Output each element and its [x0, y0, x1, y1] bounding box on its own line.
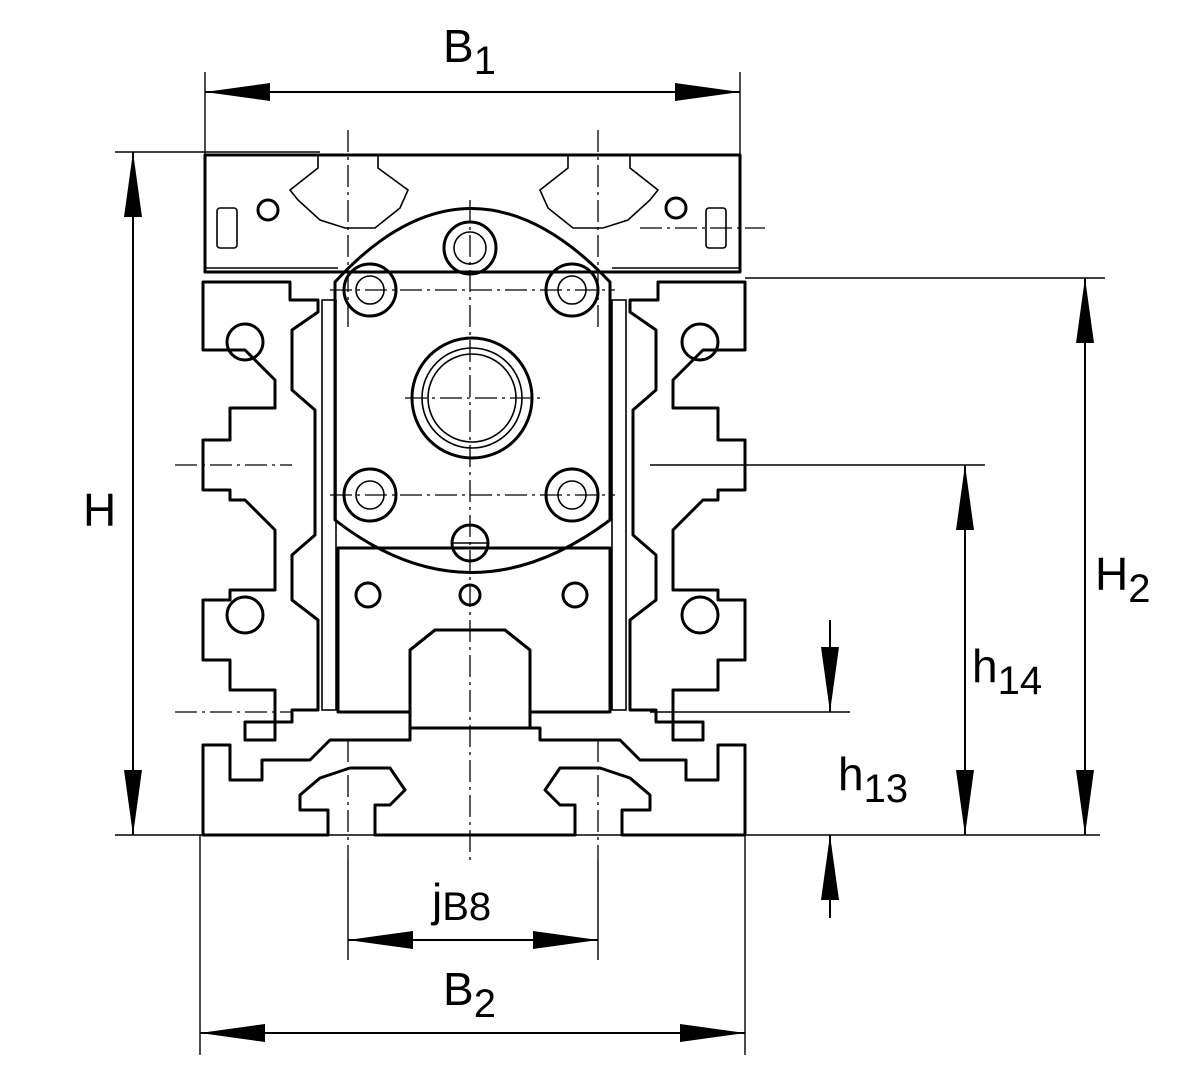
guide-block — [408, 628, 532, 730]
carriage-body — [225, 207, 720, 730]
profile-bore-upper-right — [680, 322, 720, 362]
carriage-pin-hole-right — [664, 196, 688, 220]
profile-bottom-plate — [201, 726, 747, 837]
label-h13: h13 — [838, 748, 908, 811]
dimension-jb8 — [348, 931, 598, 949]
carriage-plate-outline — [203, 153, 742, 274]
aluminium-profile-section — [201, 280, 747, 837]
center-lines — [175, 130, 765, 860]
extension-lines — [115, 72, 1105, 1055]
label-b2: B2 — [443, 963, 496, 1026]
small-screw-right — [561, 581, 589, 609]
carriage-plate-tslots — [205, 155, 740, 269]
label-h2: H2 — [1095, 548, 1150, 611]
carriage-pin-hole-left — [256, 198, 280, 222]
profile-bore-lower-left — [225, 595, 265, 635]
profile-left-wall — [201, 280, 320, 742]
dimension-h14 — [956, 465, 974, 835]
dimension-b1 — [205, 83, 740, 101]
profile-bore-lower-right — [680, 595, 720, 635]
carriage-round-housing — [333, 207, 612, 574]
dimension-h — [124, 152, 142, 835]
profile-bore-upper-left — [225, 322, 265, 362]
inner-frame-right — [611, 299, 627, 711]
inner-frame-left — [321, 299, 337, 711]
label-h: H — [83, 484, 116, 536]
label-h14: h14 — [972, 640, 1042, 703]
label-jb8: jB8 — [430, 874, 491, 929]
dimension-b2 — [200, 1024, 745, 1042]
label-b1: B1 — [443, 20, 496, 83]
dimension-h13 — [821, 620, 839, 918]
small-screw-left — [354, 581, 382, 609]
lube-nipple-left — [216, 207, 238, 249]
dimension-h2 — [1076, 278, 1094, 835]
profile-right-wall — [628, 280, 747, 742]
carriage-top-plate — [203, 153, 742, 274]
